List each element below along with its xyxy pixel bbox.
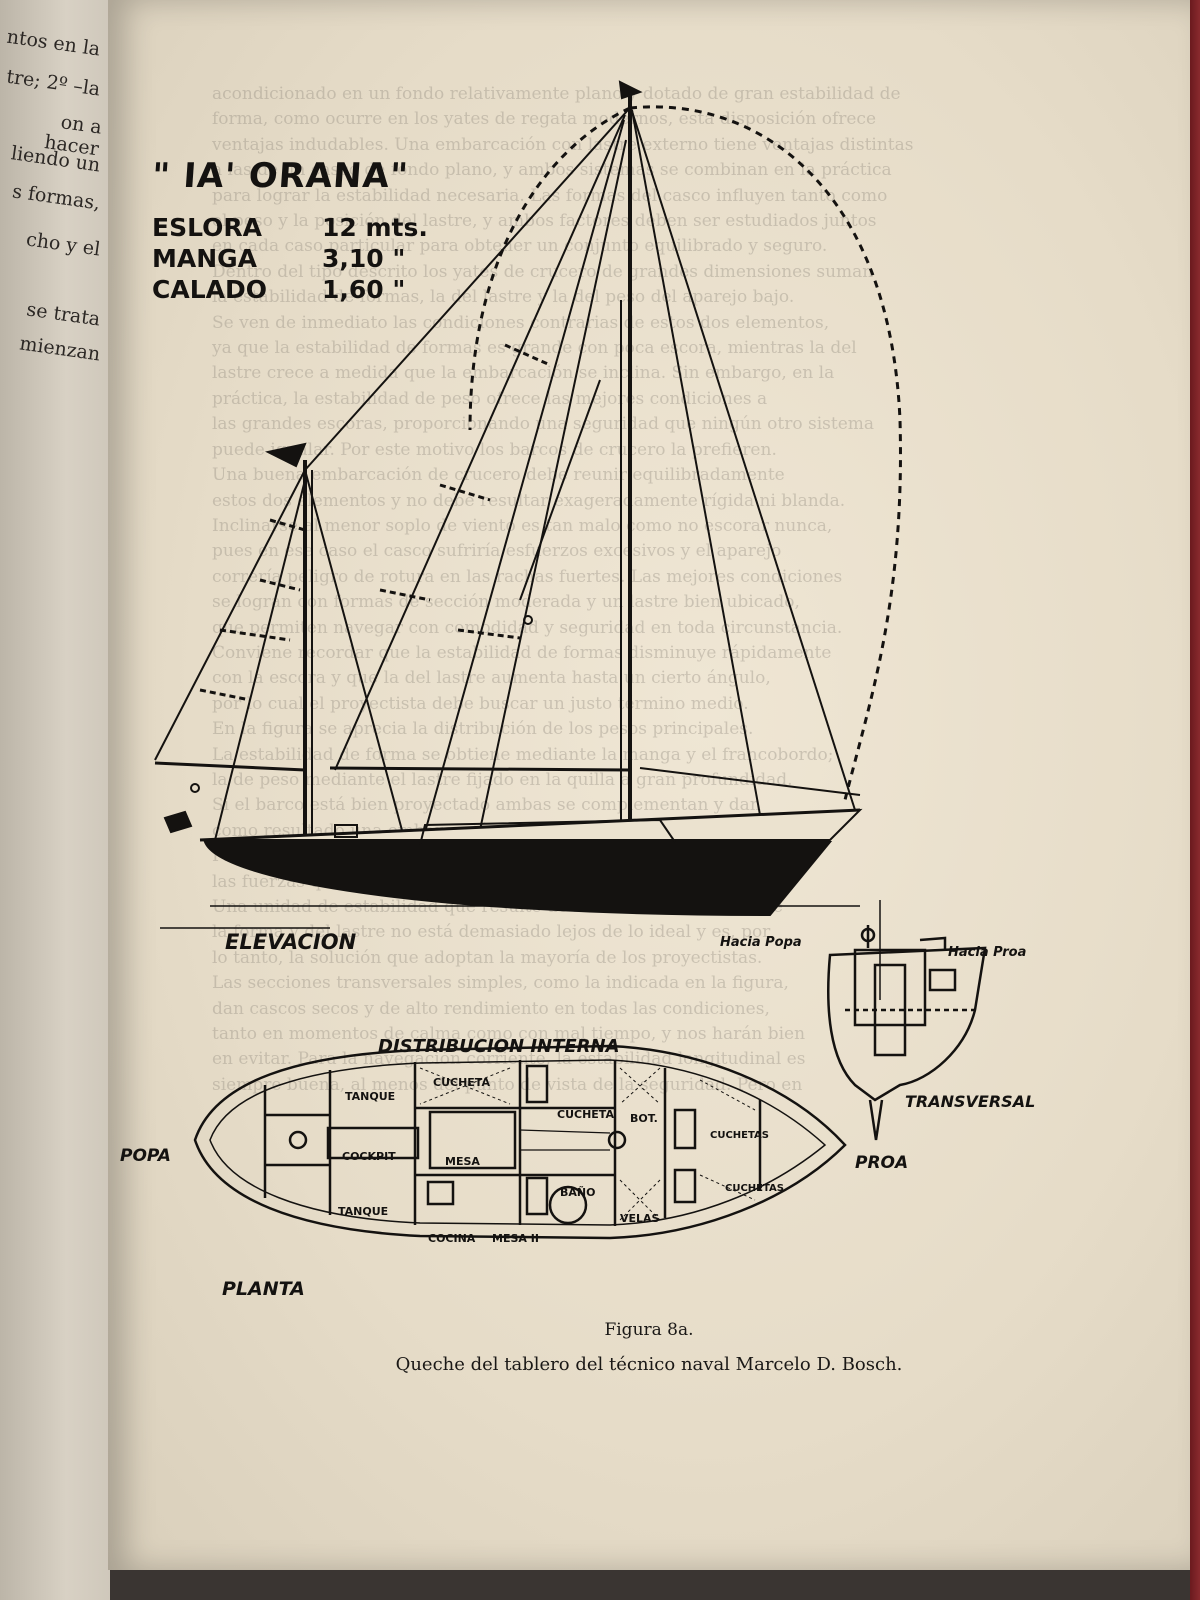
interior-distribution-label: DISTRIBUCION INTERNA [378,1036,620,1057]
room-mesa-ii: MESA II [492,1232,539,1245]
show-through-line: se logran con formas de sección moderada… [212,592,800,613]
spec-label: CALADO [152,275,267,304]
show-through-line: Conviene recordar que la estabilidad de … [212,642,832,663]
show-through-line: puede igualar. Por este motivo los barco… [212,439,777,460]
spec-label: MANGA [152,244,258,273]
show-through-line: siempre buena, al menos del punto de vis… [212,1074,803,1095]
room-tanque: TANQUE [345,1090,396,1103]
show-through-line: a las de un casco de fondo plano, y ambo… [212,160,892,181]
book-page [108,0,1190,1570]
show-through-line: Si el barco está bien proyectado ambas s… [212,795,761,816]
boat-name-title: " IA' ORANA" [150,156,411,196]
figure-caption: Queche del tablero del técnico naval Mar… [395,1354,903,1375]
boat-specifications: ESLORA 12 mts. MANGA 3,10 " CALADO 1,60 … [152,212,442,305]
left-page-edge: ntos en la tre; 2º –la on a hacer liendo… [0,0,110,1600]
show-through-line: lo tanto, la solución que adoptan la may… [212,947,763,968]
room-cuchetas: CUCHETAS [710,1130,769,1141]
room-bano: BAÑO [560,1186,596,1199]
spec-value: 1,60 " [322,275,406,304]
show-through-line: correría peligro de rotura en las rachas… [212,566,843,587]
transversal-label: TRANSVERSAL [905,1092,1036,1111]
figure-number: Figura 8a. [604,1320,694,1340]
show-through-line: ventajas indudables. Una embarcación con… [212,134,914,155]
transversal-section-drawing [827,925,987,1141]
spec-row-eslora: ESLORA 12 mts. [152,212,442,243]
show-through-text: acondicionado en un fondo relativamente … [212,82,972,1098]
spec-value: 3,10 " [322,244,406,273]
elevation-drawing [154,80,902,917]
room-cockpit: COCKPIT [342,1150,396,1163]
hacia-proa-label: Hacia Proa [948,945,1027,960]
show-through-line: que permiten navegar con comodidad y seg… [212,617,843,638]
show-through-line: acondicionado en un fondo relativamente … [212,84,901,104]
show-through-line: la estabilidad de formas, la del lastre … [212,287,795,308]
book-cover-edge [1190,0,1200,1600]
spec-row-manga: MANGA 3,10 " [152,243,442,274]
show-through-line: Inclinarse al menor soplo de viento es t… [212,515,833,536]
show-through-line: En la figura se aprecia la distribución … [212,719,754,740]
room-cocina: COCINA [428,1232,476,1245]
room-tanque: TANQUE [338,1205,389,1218]
planta-label: PLANTA [222,1278,305,1300]
room-cuchetas: CUCHETAS [725,1183,784,1194]
show-through-line: Dentro del tipo descrito los yates de cr… [212,261,874,282]
spec-label: ESLORA [152,213,262,242]
show-through-line: la forma y del lastre no está demasiado … [212,922,771,943]
show-through-line: La estabilidad de forma se obtiene media… [212,744,834,765]
show-through-line: para lograr la estabilidad necesaria. La… [212,185,888,206]
elevation-baseline [160,900,881,1000]
room-botiquin: BOT. [630,1112,658,1125]
spec-value: 12 mts. [322,213,428,242]
show-through-line: ya que la estabilidad de formas es grand… [212,338,857,359]
popa-label: POPA [120,1146,171,1166]
room-cucheta: CUCHETA [433,1076,490,1089]
show-through-line: la de peso mediante el lastre fijado en … [212,769,793,790]
show-through-line: Las secciones transversales simples, com… [212,973,789,994]
show-through-line: Una buena embarcación de crucero debe re… [212,465,785,486]
show-through-line: pues en ese caso el casco sufriría esfue… [212,541,782,562]
show-through-line: dan cascos secos y de alto rendimiento e… [212,998,770,1019]
room-velas: VELAS [620,1212,660,1225]
show-through-line: estos dos elementos y no debe resultar e… [212,490,846,511]
proa-label: PROA [855,1153,909,1173]
show-through-line: el peso y la posición del lastre, y ambo… [212,211,877,232]
show-through-line: Se ven de inmediato las condiciones cont… [212,312,830,333]
show-through-line: las grandes escoras, proporcionando una … [212,414,875,435]
spec-row-calado: CALADO 1,60 " [152,274,442,305]
interior-plan-drawing [193,1044,847,1240]
room-mesa: MESA [445,1155,480,1168]
show-through-line: tanto en momentos de calma como con mal … [212,1024,806,1045]
hacia-popa-label: Hacia Popa [720,935,802,950]
show-through-line: por lo cual el proyectista debe buscar u… [212,693,749,714]
elevation-label: ELEVACION [225,930,357,954]
room-cucheta: CUCHETA [557,1108,614,1121]
